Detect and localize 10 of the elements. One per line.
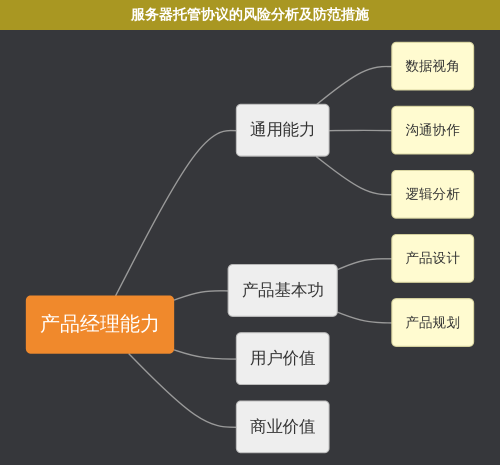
connector bbox=[114, 130, 237, 297]
connector bbox=[174, 290, 229, 301]
title-bar: 服务器托管协议的风险分析及防范措施 bbox=[0, 0, 500, 30]
connector bbox=[330, 130, 392, 132]
connector bbox=[128, 353, 237, 428]
connector bbox=[337, 258, 392, 270]
connector bbox=[316, 66, 392, 106]
connector bbox=[174, 349, 237, 360]
connector bbox=[316, 156, 392, 196]
connector bbox=[337, 312, 392, 324]
